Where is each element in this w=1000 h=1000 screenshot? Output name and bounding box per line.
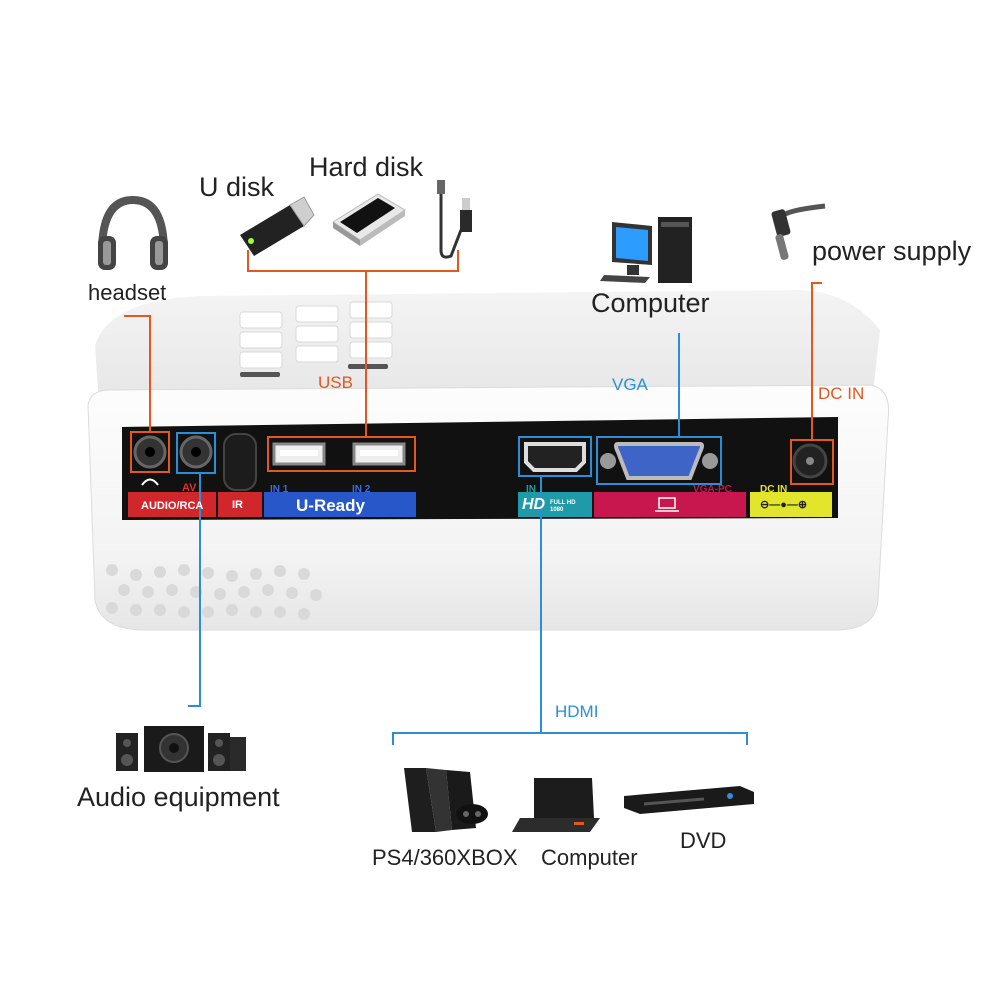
u-disk-label: U disk [199, 172, 275, 202]
hdmi-in-label: IN [526, 484, 536, 495]
hard-disk-label: Hard disk [309, 152, 424, 182]
dvd-player-icon [624, 786, 754, 814]
dc-strip [750, 492, 832, 517]
game-console-icon [404, 768, 488, 832]
computer-top-label: Computer [591, 288, 710, 318]
hdmi-port-box [518, 436, 592, 477]
dc-in-panel-label: DC IN [760, 484, 788, 495]
speaker-system-icon [116, 726, 246, 772]
hdmi-port [524, 442, 586, 472]
full-hd-label: FULL HD 1080 [550, 500, 576, 513]
laptop-icon [512, 778, 600, 832]
power-plug-icon [771, 203, 826, 260]
vent-holes [106, 564, 322, 620]
hard-disk-icon [332, 193, 406, 246]
usb-cable-icon [439, 183, 463, 259]
av-port-box [176, 432, 216, 474]
ir-label: IR [232, 499, 243, 511]
computer-bottom-label: Computer [541, 845, 638, 870]
audio-rca-label: AUDIO/RCA [141, 500, 204, 512]
dc-polarity-label: ⊖—●—⊕ [760, 499, 808, 511]
desktop-computer-icon [600, 217, 692, 283]
u-ready-label: U-Ready [296, 496, 365, 515]
hd-logo: HD [522, 496, 546, 513]
orange-lines [124, 250, 834, 485]
blue-lines [176, 333, 748, 745]
ps4-label: PS4/360XBOX [372, 845, 518, 870]
usb-in1-label: IN 1 [270, 484, 289, 495]
usb-in2-label: IN 2 [352, 484, 371, 495]
av-label: AV [182, 482, 197, 494]
ir-window [223, 433, 257, 491]
hdmi-strip [518, 492, 592, 517]
usb-strip [264, 492, 416, 517]
dvd-label: DVD [680, 828, 727, 853]
dc-in-connection-label: DC IN [818, 384, 865, 403]
vga-strip [594, 492, 746, 517]
power-supply-label: power supply [812, 236, 972, 266]
audio-strip [128, 492, 216, 517]
vga-pc-label: VGA-PC [693, 484, 732, 495]
headphones-icon [98, 195, 168, 270]
usb-stick-icon [240, 196, 315, 256]
hdmi-connection-label: HDMI [555, 702, 599, 721]
projector-keypad [239, 301, 393, 369]
vga-port-box [596, 436, 722, 485]
headset-label: headset [88, 280, 167, 305]
vga-port [614, 442, 704, 480]
ir-strip [218, 492, 262, 517]
vga-connection-label: VGA [612, 375, 648, 394]
usb-connection-label: USB [318, 373, 353, 392]
audio-equipment-label: Audio equipment [77, 782, 280, 812]
usb-ports-box [267, 436, 416, 472]
